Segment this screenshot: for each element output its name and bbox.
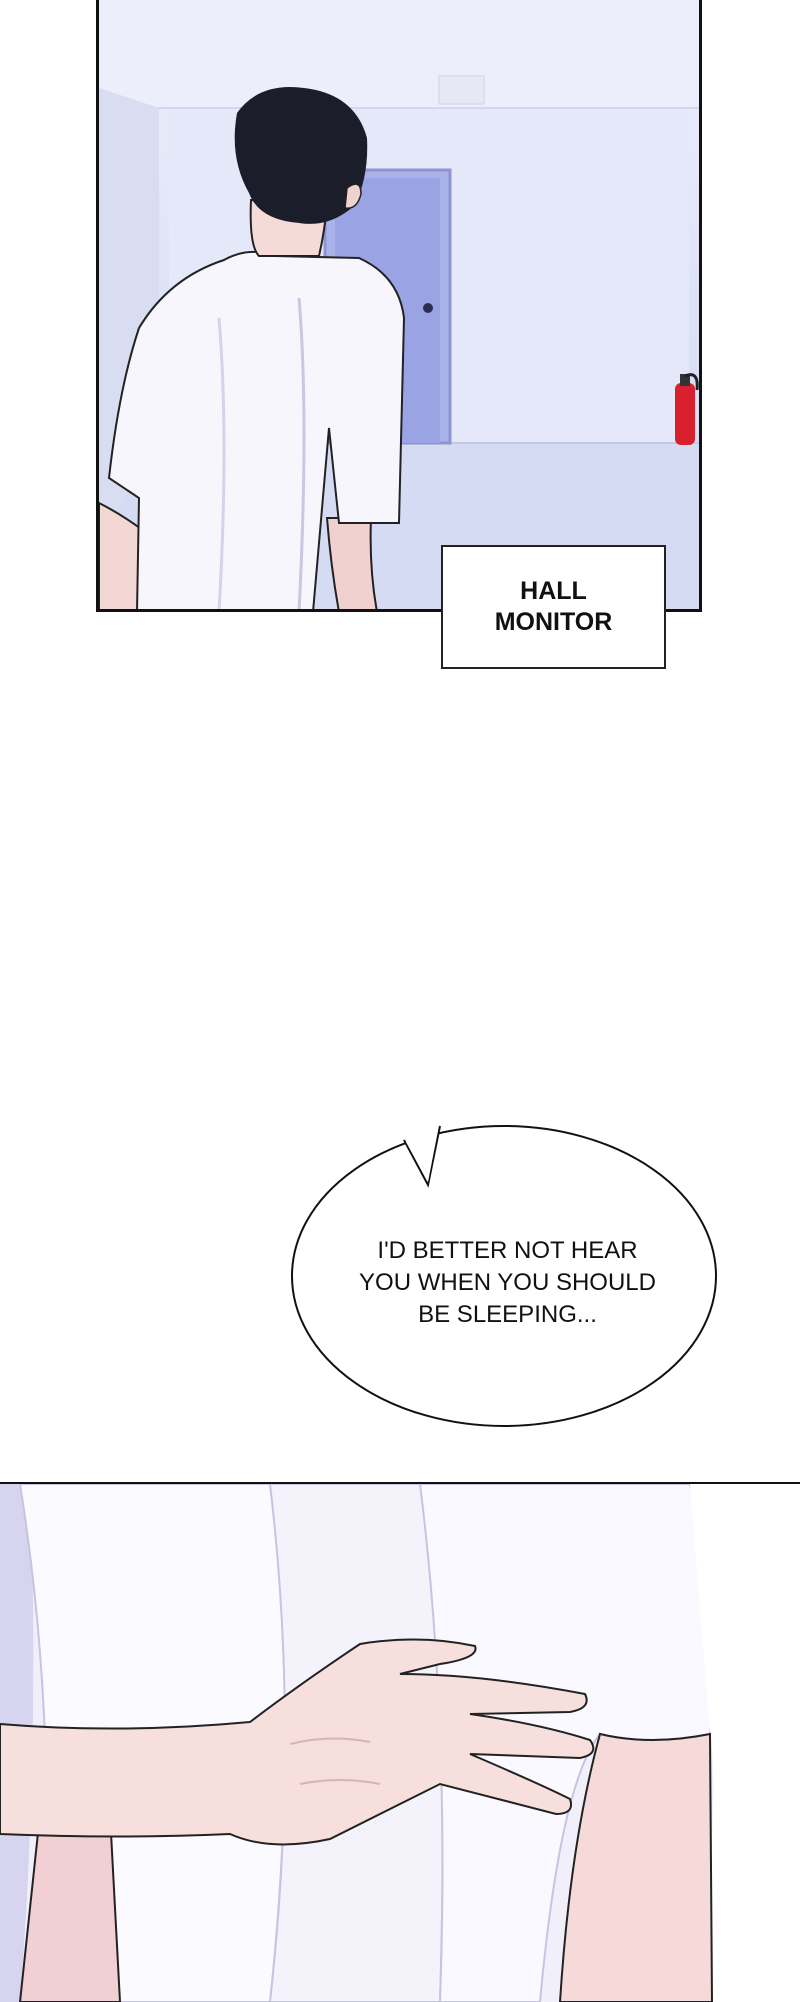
ear xyxy=(344,183,362,209)
hand-on-shirt-panel xyxy=(0,1482,800,2002)
caption-box: HALL MONITOR xyxy=(441,545,666,669)
person-from-behind xyxy=(99,87,406,609)
speech-bubble-text: I'D BETTER NOT HEAR YOU WHEN YOU SHOULD … xyxy=(359,1237,656,1328)
ceiling-light xyxy=(438,75,485,105)
hand-illustration xyxy=(0,1484,800,2002)
fire-extinguisher xyxy=(675,373,699,445)
leg xyxy=(558,1732,714,2002)
speech-bubble xyxy=(291,1125,717,1427)
hair xyxy=(234,87,368,224)
door-knob xyxy=(423,303,433,313)
